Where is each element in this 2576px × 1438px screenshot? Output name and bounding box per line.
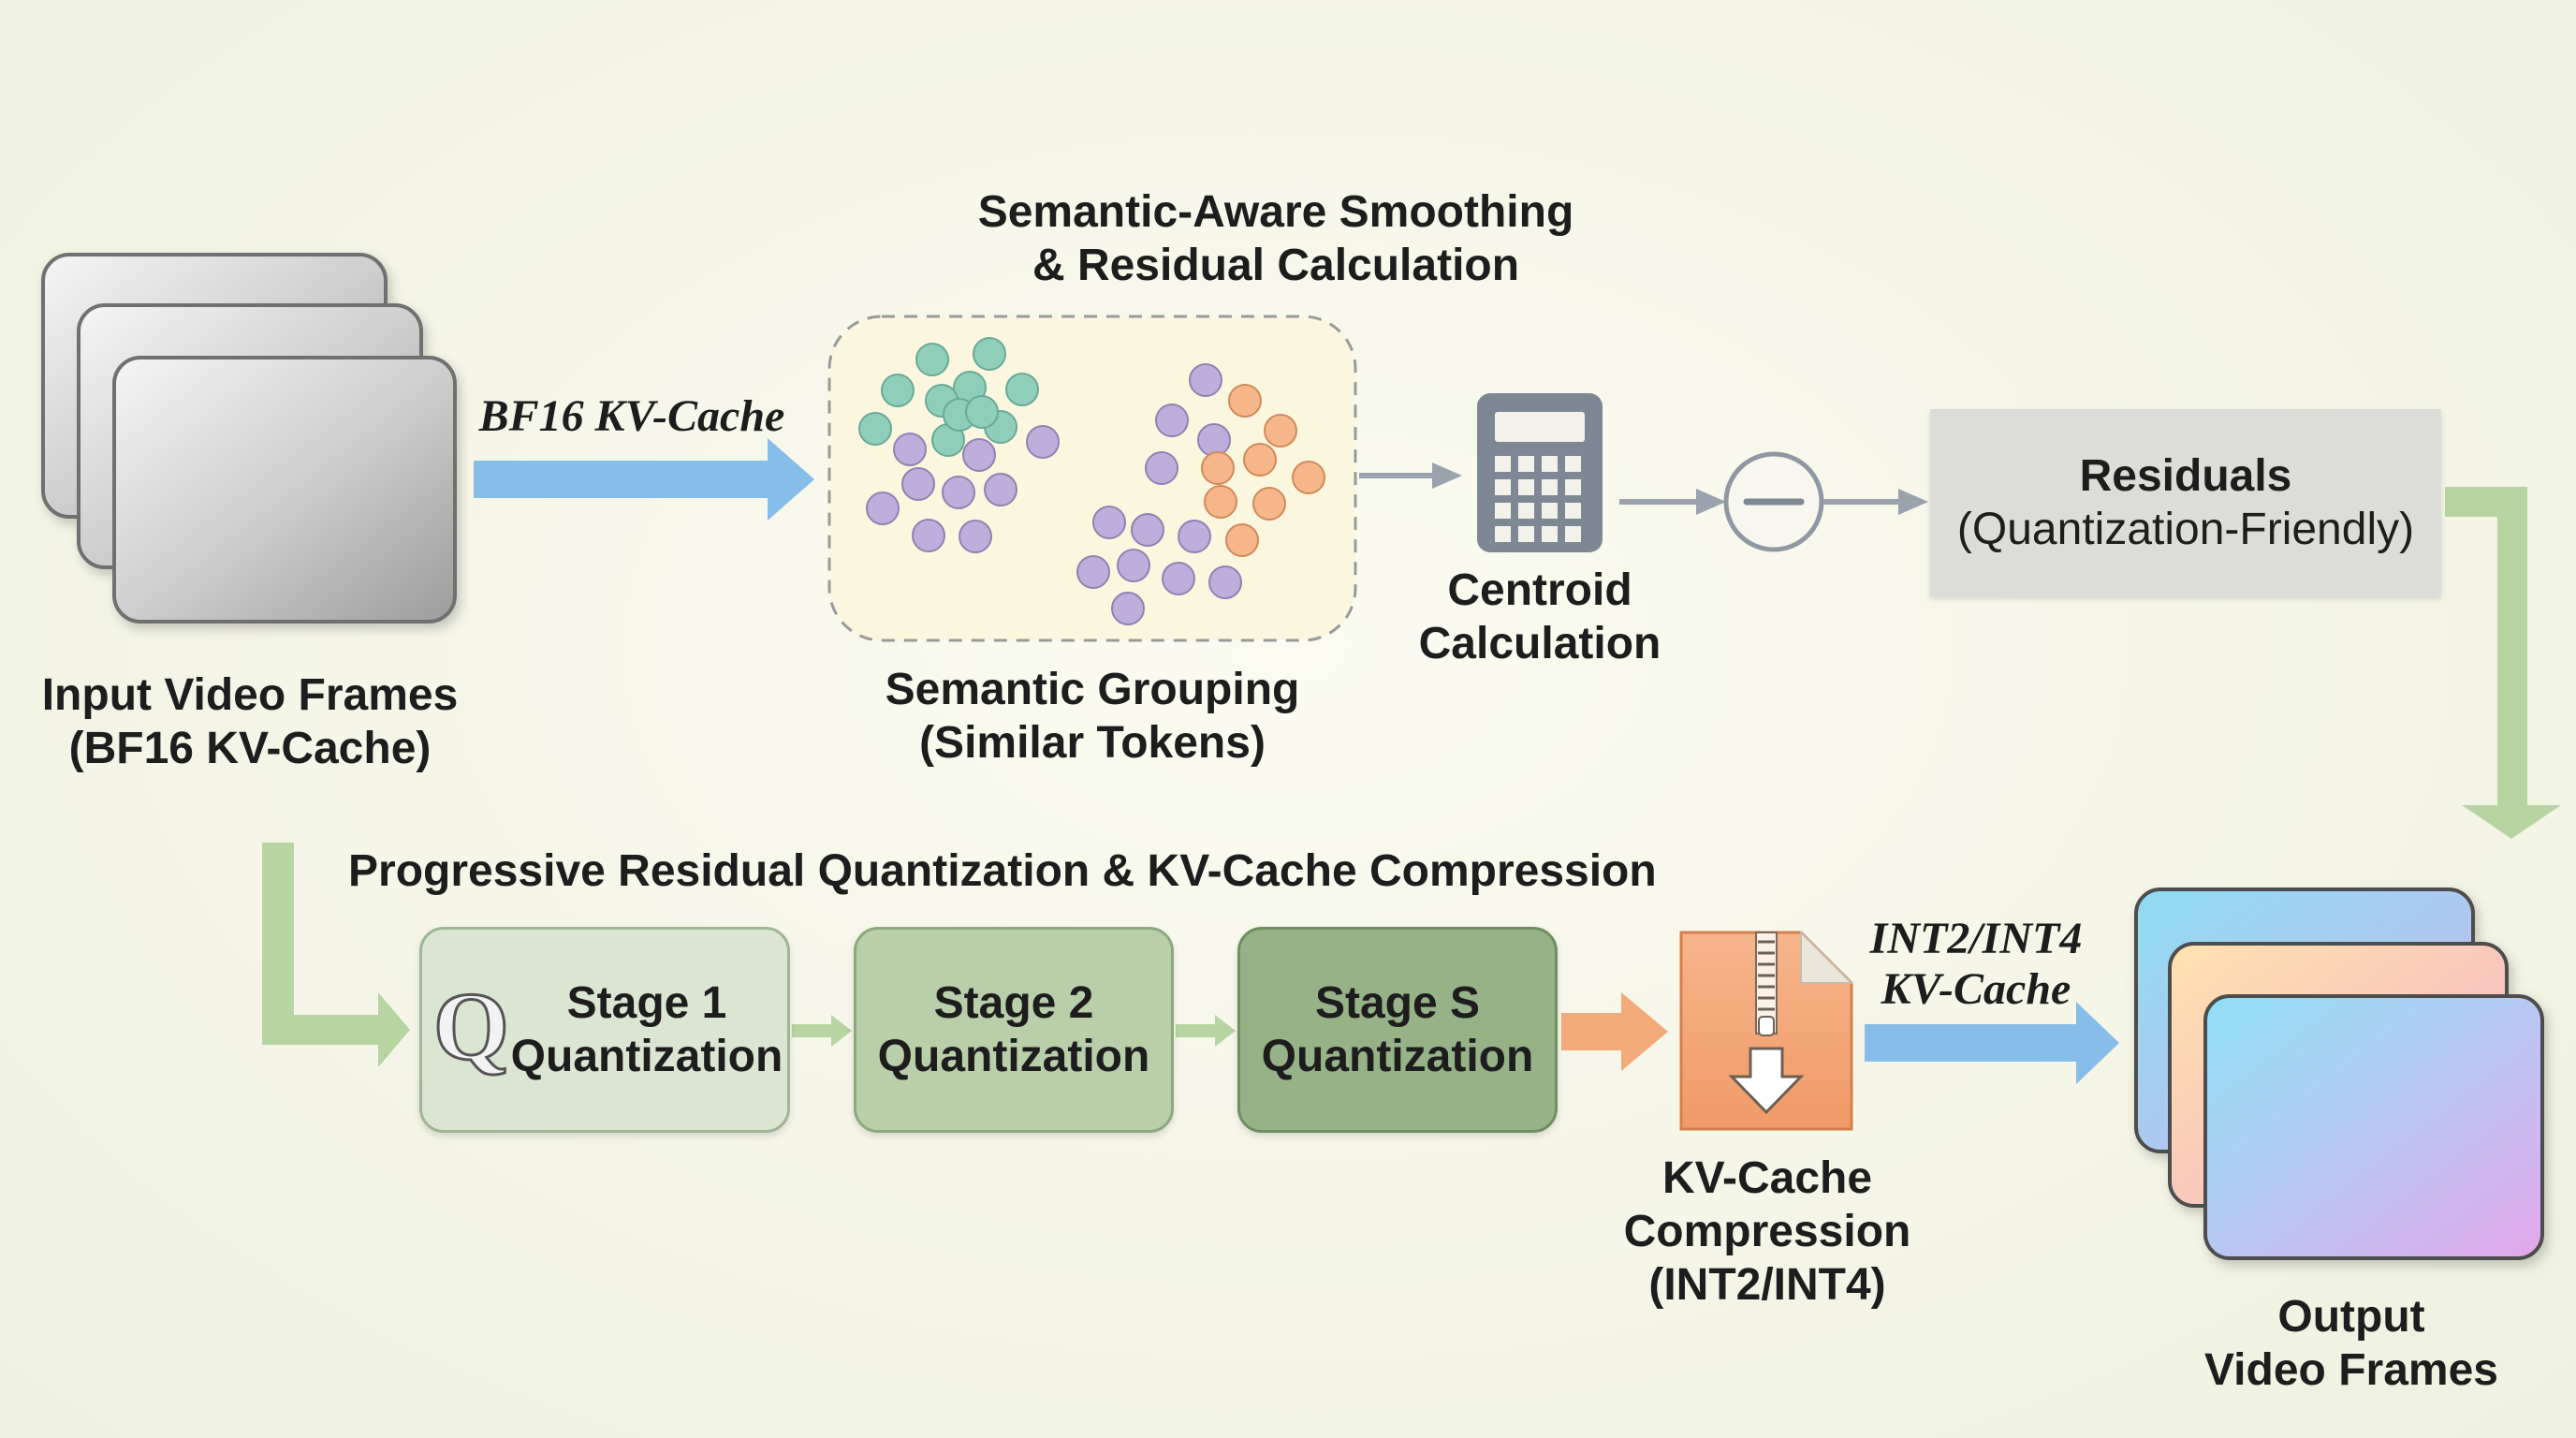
stage-s-line2: Quantization: [1261, 1032, 1534, 1081]
teal-token-cluster: [858, 337, 1039, 457]
bf16-arrow-label: BF16 KV-Cache: [478, 391, 785, 441]
stage-1-text: Stage 1 Quantization: [511, 976, 783, 1083]
output-frames-stack: [2134, 888, 2544, 1260]
gray-arrow-to-centroid: [1359, 462, 1462, 489]
smoothing-title-line1: Semantic-Aware Smoothing: [977, 187, 1574, 237]
stage-s-line1: Stage S: [1314, 978, 1481, 1028]
calculator-icon: [1477, 393, 1603, 552]
residuals-title: Residuals: [2079, 451, 2292, 501]
gray-arrow-to-subtract: [1619, 489, 1726, 515]
smoothing-title-line2: & Residual Calculation: [1032, 241, 1520, 290]
int-arrow: [1865, 1002, 2119, 1084]
centroid-line1: Centroid: [1447, 565, 1632, 615]
int-arrow-label: INT2/INT4 KV-Cache: [1846, 914, 2106, 1015]
purple-token-cluster: [866, 363, 1242, 625]
output-frames-label: Output Video Frames: [2168, 1290, 2535, 1397]
input-frames-line2: (BF16 KV-Cache): [68, 724, 432, 773]
gray-arrow-to-residuals: [1823, 489, 1928, 515]
green-arrow-residuals-down: [2445, 487, 2561, 839]
compression-label: KV-Cache Compression (INT2/INT4): [1606, 1152, 1928, 1312]
stage-1-line1: Stage 1: [566, 978, 727, 1028]
centroid-line2: Calculation: [1418, 619, 1661, 668]
int-arrow-line1: INT2/INT4: [1869, 914, 2083, 963]
stage-2-line2: Quantization: [877, 1032, 1150, 1081]
output-frame-front: [2203, 994, 2544, 1260]
residuals-box: Residuals (Quantization-Friendly): [1930, 409, 2441, 596]
bf16-arrow: [474, 438, 814, 521]
compression-line2: Compression: [1623, 1207, 1911, 1256]
compression-line1: KV-Cache: [1661, 1153, 1873, 1203]
stage-1-box: Q Stage 1 Quantization: [419, 927, 790, 1133]
compression-line3: (INT2/INT4): [1648, 1260, 1886, 1310]
input-frames-label: Input Video Frames (BF16 KV-Cache): [26, 668, 474, 775]
stage-1-line2: Quantization: [510, 1032, 783, 1081]
int-arrow-line2: KV-Cache: [1881, 964, 2071, 1014]
stage-2-box: Stage 2 Quantization: [854, 927, 1174, 1133]
input-frames-line1: Input Video Frames: [41, 670, 459, 720]
green-arrow-into-stage1: [262, 843, 410, 1067]
quantization-section-title: Progressive Residual Quantization & KV-C…: [348, 846, 1657, 896]
stage-s-box: Stage S Quantization: [1237, 927, 1558, 1133]
semantic-grouping-line2: (Similar Tokens): [919, 718, 1266, 768]
stage-2-line1: Stage 2: [933, 978, 1094, 1028]
semantic-grouping-label: Semantic Grouping (Similar Tokens): [848, 663, 1337, 770]
green-arrow-stage2-stages: [1176, 1015, 1236, 1047]
input-frame-front: [112, 356, 457, 624]
input-frames-stack: [41, 253, 457, 624]
token-clusters: [858, 337, 1325, 625]
centroid-label: Centroid Calculation: [1389, 564, 1690, 670]
output-frames-line2: Video Frames: [2204, 1345, 2498, 1395]
orange-token-cluster: [1201, 384, 1325, 557]
smoothing-title: Semantic-Aware Smoothing & Residual Calc…: [970, 185, 1582, 292]
output-frames-line1: Output: [2277, 1292, 2425, 1342]
semantic-grouping-line1: Semantic Grouping: [885, 665, 1300, 714]
orange-arrow-to-compression: [1561, 992, 1668, 1071]
green-arrow-stage1-stage2: [792, 1015, 852, 1047]
residuals-subtitle: (Quantization-Friendly): [1956, 505, 2415, 554]
minus-circle-icon: [1723, 451, 1824, 552]
quantization-q-icon: Q: [432, 973, 511, 1080]
zip-file-icon: [1679, 930, 1854, 1131]
